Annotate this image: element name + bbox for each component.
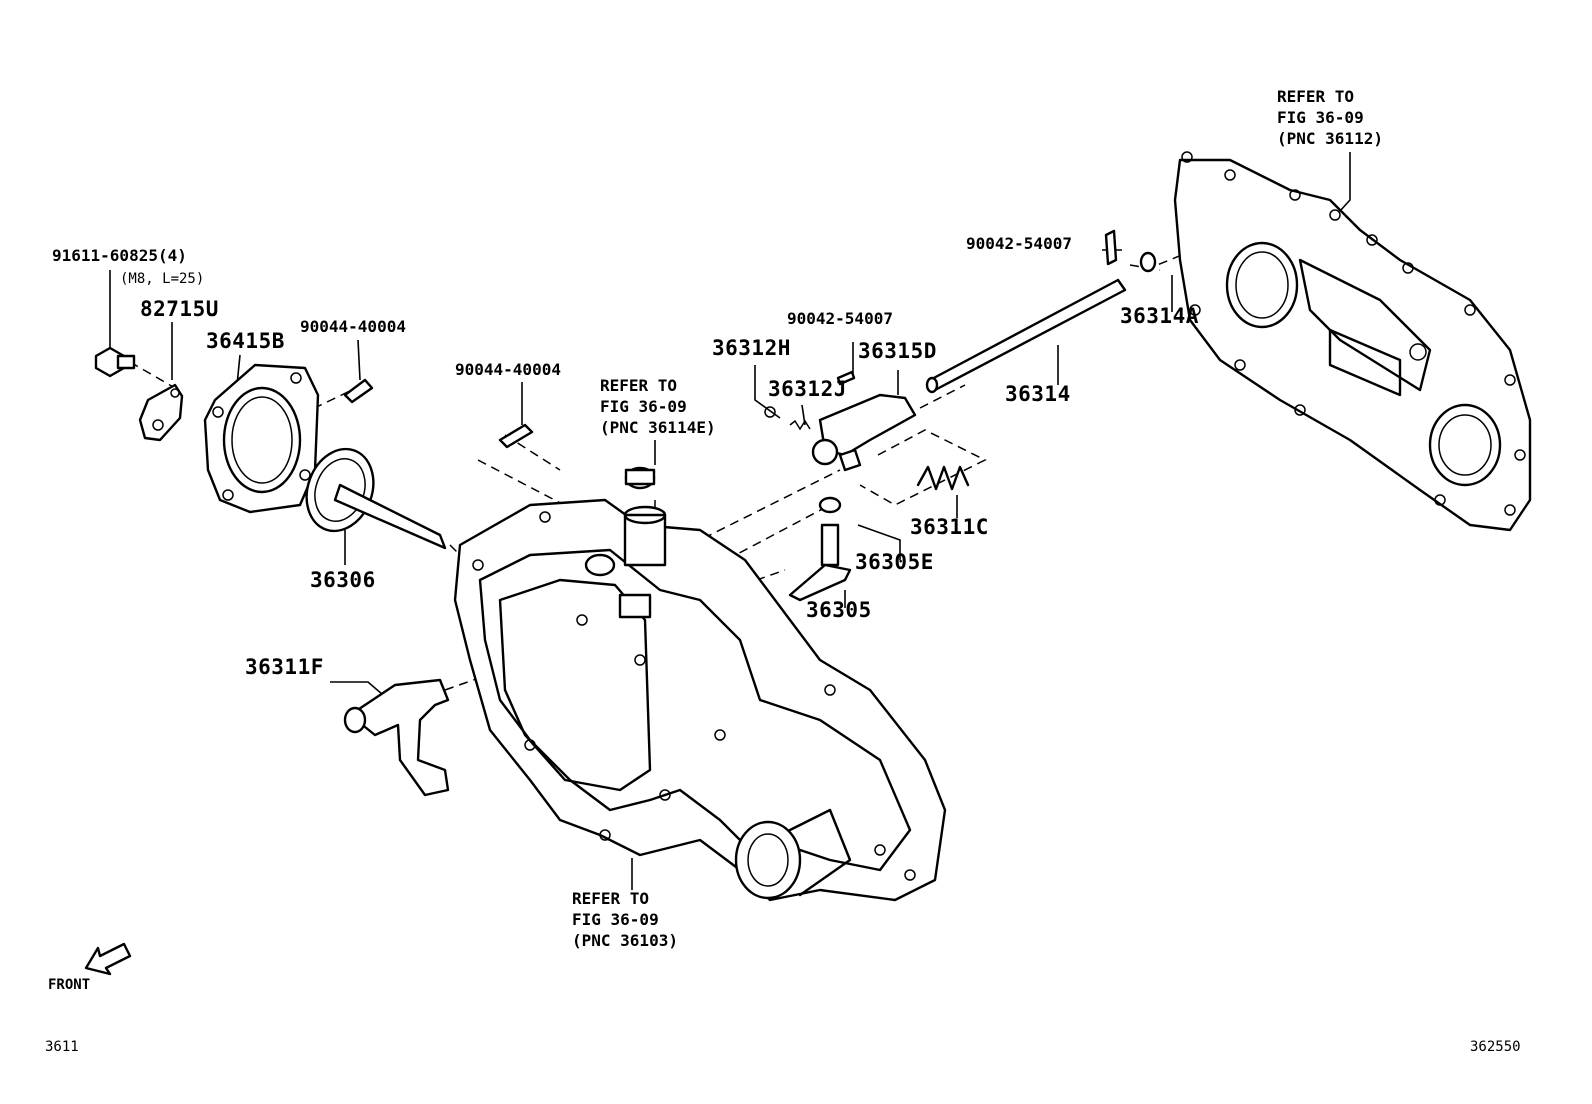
spacer — [624, 466, 656, 490]
callout-ref-mid-2: FIG 36-09 — [600, 397, 687, 416]
callout-bolt: 91611-60825(4) — [52, 246, 187, 265]
callout-ref-top-3: (PNC 36112) — [1277, 129, 1383, 148]
callout-ball: 36312H — [712, 336, 791, 360]
shaft-36306 — [305, 447, 447, 550]
callout-ref-mid-1: REFER TO — [600, 376, 678, 395]
lever-36305 — [788, 523, 852, 602]
ring-36314a — [1139, 251, 1157, 273]
bracket-82715u — [138, 383, 184, 442]
callout-ref-top-1: REFER TO — [1277, 87, 1355, 106]
callout-ref-bot-2: FIG 36-09 — [572, 910, 659, 929]
flange-bolt — [94, 346, 136, 378]
cover-36415b — [203, 363, 320, 514]
fork-36311f — [343, 678, 450, 797]
figure-code: 3611 — [45, 1039, 79, 1055]
callout-bracket: 82715U — [140, 297, 219, 321]
spring-36312j — [789, 419, 811, 431]
callout-pin-c: 90042-54007 — [787, 309, 893, 328]
callout-bolt-note: (M8, L=25) — [120, 271, 205, 287]
callout-pin-d: 90042-54007 — [966, 234, 1072, 253]
shift-head-36315d — [811, 370, 917, 472]
callout-pin-a: 90044-40004 — [300, 317, 406, 336]
callout-ref-top-2: FIG 36-09 — [1277, 108, 1364, 127]
callout-spring-small: 36312J — [768, 377, 847, 401]
callout-lever: 36305 — [806, 598, 872, 622]
image-code: 362550 — [1470, 1039, 1521, 1055]
callout-shaft: 36306 — [310, 568, 376, 592]
pin-90044-b — [498, 423, 534, 449]
front-label: FRONT — [48, 977, 91, 993]
callout-head: 36315D — [858, 339, 937, 363]
transfer-case-housing — [453, 498, 947, 902]
callout-ref-bot-1: REFER TO — [572, 889, 650, 908]
pin-90044-a — [343, 378, 374, 404]
callout-ref-mid-3: (PNC 36114E) — [600, 418, 716, 437]
callout-rod: 36314 — [1005, 382, 1071, 406]
callout-pin-b: 90044-40004 — [455, 360, 561, 379]
clip-36305e — [818, 496, 842, 514]
callout-spring: 36311C — [910, 515, 989, 539]
rod-36314 — [925, 229, 1127, 394]
spring-36311c — [916, 465, 970, 491]
callout-ring: 36314A — [1120, 304, 1199, 328]
callout-clip: 36305E — [855, 550, 934, 574]
callout-cover: 36415B — [206, 329, 285, 353]
front-arrow-icon — [84, 942, 132, 976]
transfer-case-cover — [1173, 151, 1532, 532]
callout-ref-bot-3: (PNC 36103) — [572, 931, 678, 950]
ball-36312h — [764, 406, 776, 418]
callout-fork: 36311F — [245, 655, 324, 679]
